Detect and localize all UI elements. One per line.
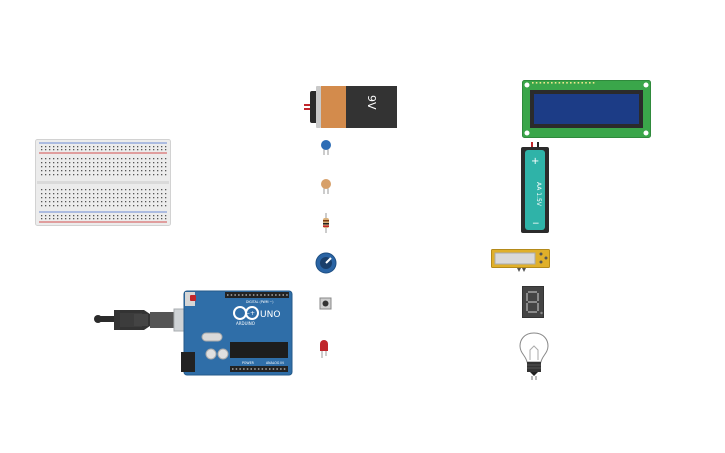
battery-9v-label: 9V	[365, 95, 378, 110]
breadboard[interactable]	[35, 139, 171, 226]
battery-aa-plus: +	[531, 156, 539, 167]
resistor[interactable]	[321, 213, 331, 233]
arduino-brand-text: ARDUINO	[236, 321, 255, 326]
battery-aa-label: AA 1.5V	[535, 182, 542, 207]
capacitor-ceramic[interactable]	[319, 178, 333, 194]
lcd-16x2[interactable]	[522, 80, 651, 138]
svg-text:−+: −+	[245, 310, 255, 317]
seven-segment-display[interactable]	[522, 286, 546, 318]
capacitor-electrolytic[interactable]	[319, 139, 333, 155]
arduino-uno-logo: UNO	[260, 310, 280, 320]
potentiometer[interactable]	[315, 252, 337, 274]
arduino-analog-header-label: ANALOG IN	[266, 361, 284, 365]
arduino-power-header-label: POWER	[242, 361, 255, 365]
arduino-uno-board[interactable]: −+ UNO ARDUINO DIGITAL (PWM ~) POWER ANA…	[180, 290, 293, 376]
led-red[interactable]	[318, 340, 330, 358]
battery-aa-holder[interactable]: + AA 1.5V −	[520, 142, 550, 234]
battery-9v[interactable]: 9V	[304, 85, 398, 129]
light-bulb[interactable]	[519, 332, 549, 380]
pushbutton[interactable]	[319, 297, 332, 310]
battery-aa-minus: −	[532, 219, 540, 229]
slide-potentiometer[interactable]	[491, 249, 550, 273]
arduino-digital-header-label: DIGITAL (PWM ~)	[246, 300, 273, 304]
